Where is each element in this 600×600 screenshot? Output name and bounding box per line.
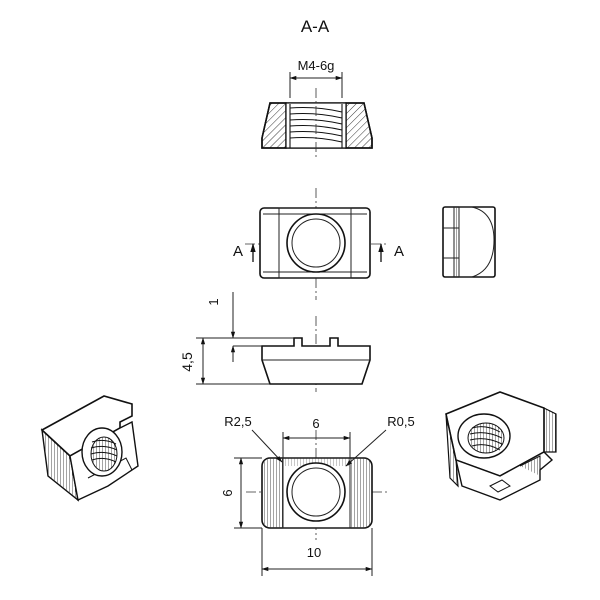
front-view: A A [233, 188, 404, 300]
section-title: A-A [301, 17, 330, 36]
svg-text:A: A [394, 243, 404, 260]
dim-slot-width: 6 [312, 416, 319, 431]
section-right-block [345, 102, 373, 149]
dim-radius-inner: R0,5 [387, 414, 414, 429]
isometric-right [445, 391, 557, 501]
section-marker-right: A [378, 243, 404, 262]
plan-shade-left [262, 458, 283, 528]
section-view: M4-6g [261, 58, 373, 160]
dim-radius-outer: R2,5 [224, 414, 251, 429]
side-thread-strip [454, 207, 459, 277]
profile-view: 1 4,5 [179, 292, 371, 392]
plan-view: 6 R2,5 R0,5 6 10 [220, 414, 415, 576]
thread-callout: M4-6g [298, 58, 335, 73]
svg-text:A: A [233, 243, 243, 260]
isometric-left [40, 395, 139, 502]
dim-top-offset: 1 [206, 298, 221, 305]
dim-overall-width: 10 [307, 545, 321, 560]
dim-body-height: 6 [220, 489, 235, 496]
side-view [442, 206, 496, 278]
section-marker-left: A [233, 243, 256, 262]
plan-shade-right [350, 458, 372, 528]
plan-shade-top [283, 458, 350, 466]
dim-height: 4,5 [179, 352, 195, 372]
